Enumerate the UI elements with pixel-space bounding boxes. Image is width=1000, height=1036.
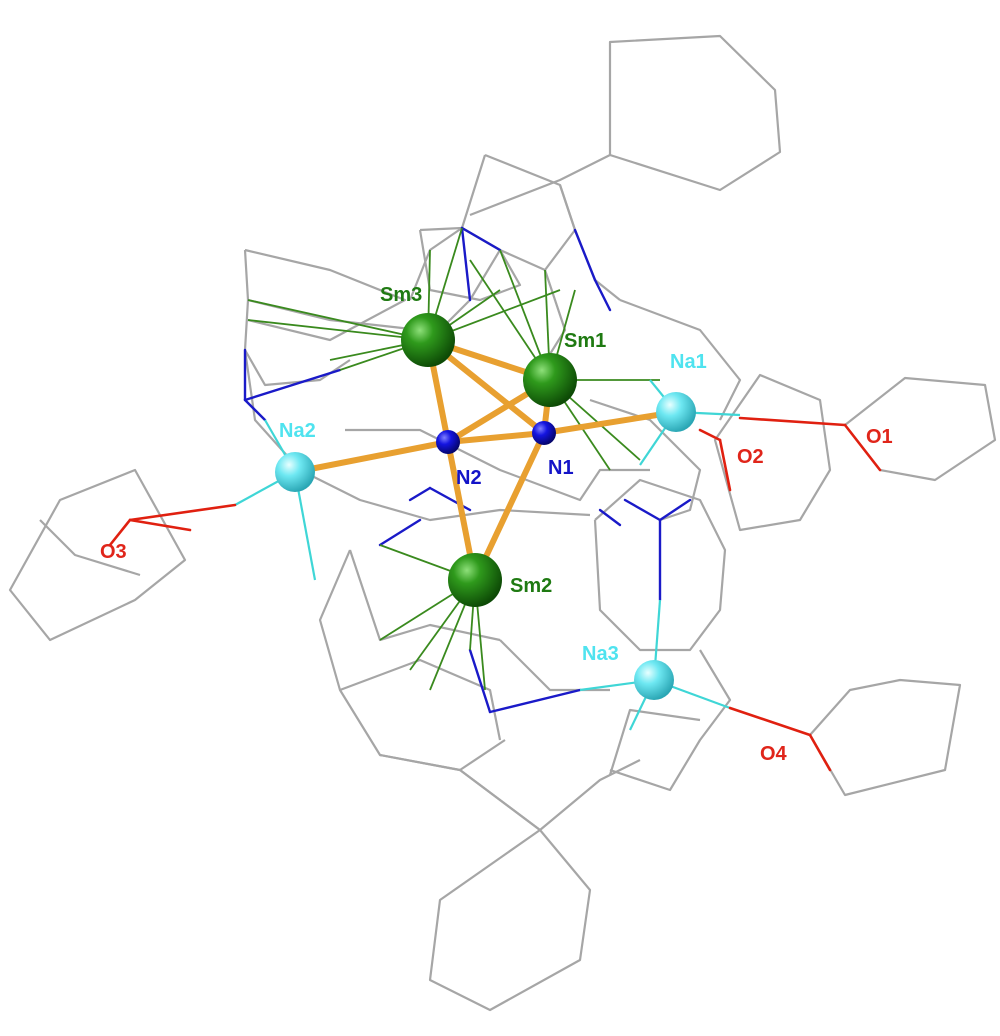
label-o2: O2 — [737, 446, 764, 468]
phenyl-link-bottom — [459, 769, 541, 831]
label-na1: Na1 — [670, 351, 707, 373]
thf-ring-o2 — [713, 373, 832, 532]
label-sm1: Sm1 — [564, 330, 606, 352]
atom-sm1 — [523, 353, 577, 407]
atom-n2 — [436, 430, 460, 454]
atom-labels: Sm3 Sm1 Sm2 Na1 Na2 Na3 N2 N1 O1 O2 O3 O… — [100, 284, 893, 765]
thf-ring-o3 — [8, 468, 187, 642]
oxygen-bonds — [108, 416, 882, 772]
atom-na1 — [656, 392, 696, 432]
label-o4: O4 — [760, 743, 788, 765]
atom-na3 — [634, 660, 674, 700]
thf-ring-o4 — [808, 678, 962, 797]
atom-sm3 — [401, 313, 455, 367]
atom-na2 — [275, 452, 315, 492]
atoms — [275, 313, 696, 700]
carbon-framework — [8, 34, 997, 1012]
label-n2: N2 — [456, 467, 482, 489]
label-sm3: Sm3 — [380, 284, 422, 306]
label-na3: Na3 — [582, 643, 619, 665]
phenyl-ring-top — [608, 34, 782, 192]
core-bonds — [292, 337, 679, 583]
label-o1: O1 — [866, 426, 893, 448]
label-n1: N1 — [548, 457, 574, 479]
label-sm2: Sm2 — [510, 575, 552, 597]
atom-n1 — [532, 421, 556, 445]
phenyl-ring-bottom — [428, 828, 592, 1012]
label-na2: Na2 — [279, 420, 316, 442]
label-o3: O3 — [100, 541, 127, 563]
phenyl-link-top — [469, 154, 611, 217]
atom-sm2 — [448, 553, 502, 607]
